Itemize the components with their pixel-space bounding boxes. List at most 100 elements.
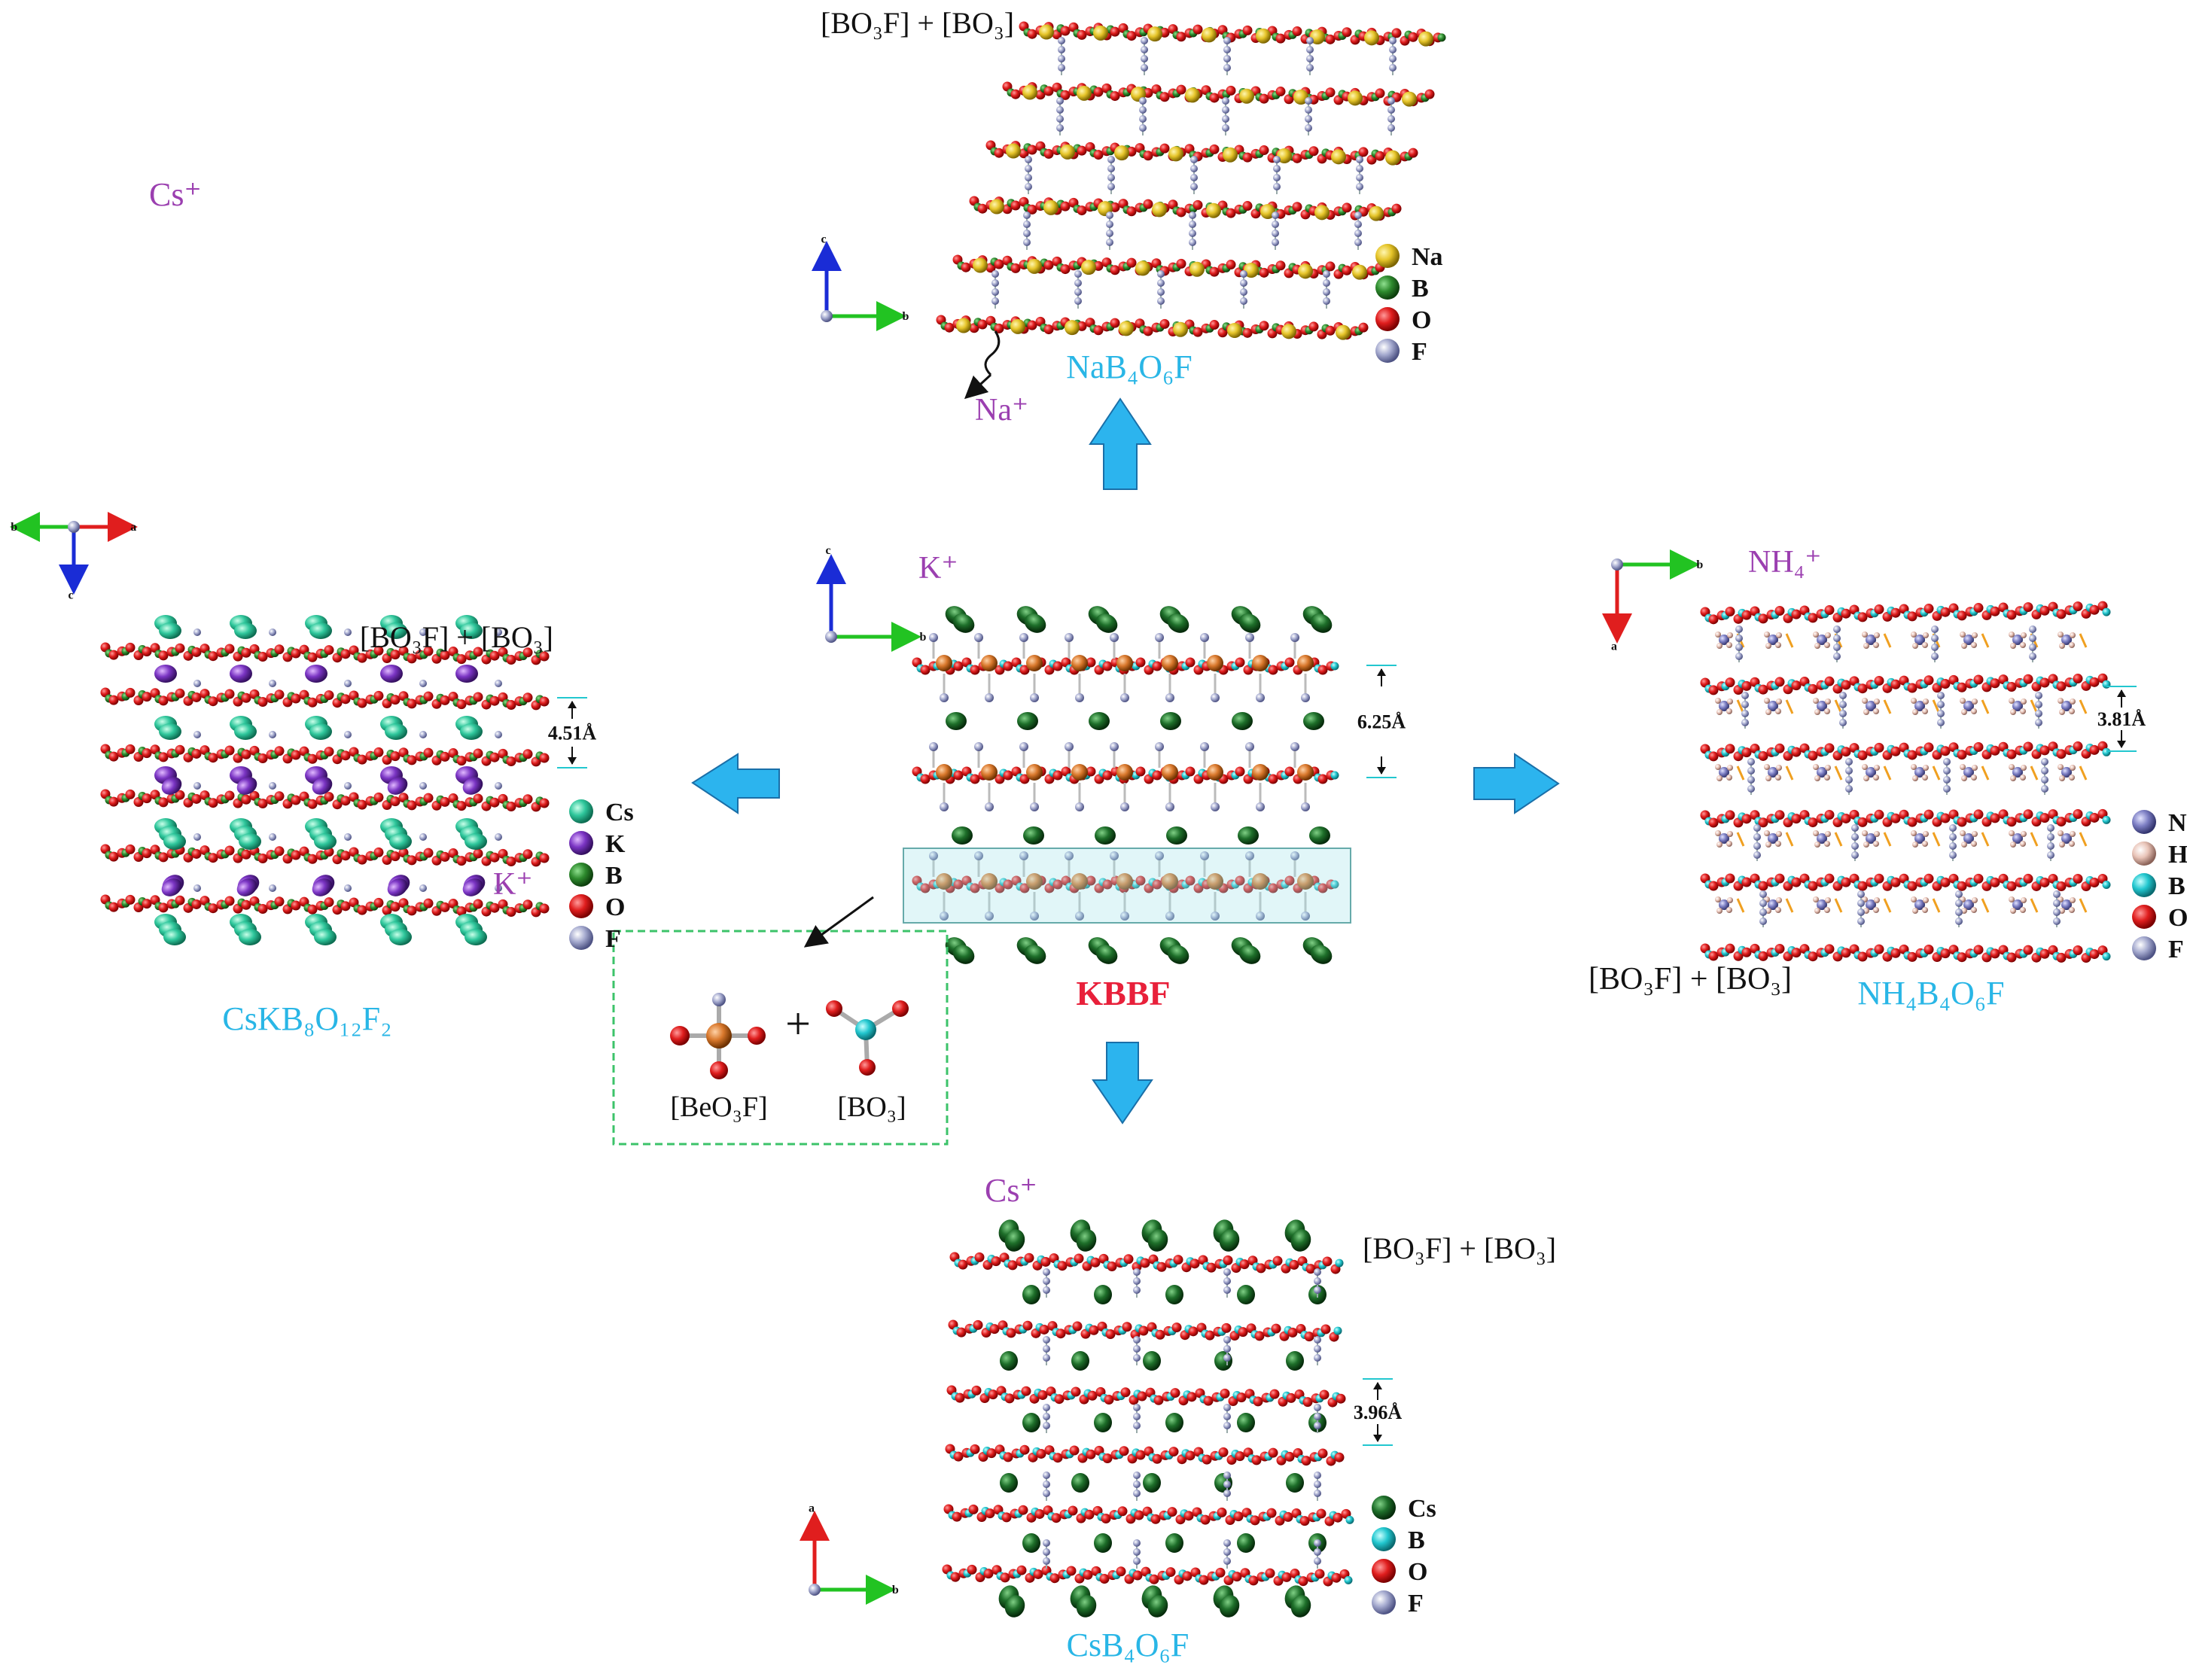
- atom-O: [1940, 746, 1951, 756]
- atom-O: [1808, 613, 1818, 623]
- fluorine-chain: [1839, 692, 1847, 729]
- atom-F: [1133, 1336, 1141, 1344]
- atom-O: [1186, 1392, 1197, 1402]
- atom-O: [1924, 675, 1934, 686]
- atom-H: [1814, 775, 1820, 781]
- fluorine-chain: [1937, 692, 1945, 729]
- atom-H: [1922, 775, 1928, 781]
- atom-O: [324, 792, 334, 802]
- legend-label-k: K: [605, 830, 626, 858]
- fluorine-chain: [1943, 758, 1951, 795]
- atom-O: [539, 753, 550, 763]
- cs-cation: [1071, 1351, 1089, 1371]
- layer-highlight-box: [903, 848, 1351, 924]
- atom-O: [986, 1448, 997, 1459]
- atom-O: [1134, 1510, 1144, 1520]
- atom-O: [2073, 873, 2083, 884]
- atom-F: [419, 884, 427, 892]
- atom-O: [1857, 750, 1868, 761]
- atom-O: [2039, 813, 2050, 823]
- fluorine-chain: [1023, 212, 1031, 250]
- atom-O: [970, 665, 980, 675]
- be-atom: [1026, 764, 1043, 781]
- atom-F: [1222, 97, 1229, 105]
- atom-F: [419, 680, 427, 687]
- fluorine-chain: [1240, 270, 1247, 309]
- atom-F: [1133, 1481, 1141, 1488]
- atom-F: [1256, 802, 1265, 811]
- atom-O: [407, 800, 417, 811]
- atom-F: [1223, 1557, 1231, 1565]
- fluorine-chain: [1314, 1472, 1321, 1501]
- atom-H: [2010, 643, 2016, 649]
- atom-O: [1325, 325, 1336, 336]
- hydrogen-bond: [1883, 898, 1892, 913]
- atom-F: [1056, 97, 1064, 105]
- atom-O: [1102, 1453, 1113, 1464]
- legend-label-na: Na: [1412, 243, 1443, 271]
- k-cation: [952, 613, 975, 633]
- atom-O: [1060, 264, 1071, 275]
- atom-F: [1356, 165, 1363, 172]
- atom-Na: [1256, 28, 1271, 44]
- atom-O: [1159, 318, 1170, 329]
- atom-O: [440, 650, 450, 660]
- ammonium-group: [2009, 764, 2039, 781]
- atom-N: [1963, 833, 1974, 844]
- fluorine-chain: [1314, 1268, 1321, 1298]
- atom-O: [1358, 322, 1369, 333]
- atom-F: [1190, 156, 1198, 163]
- atom-O: [1153, 1395, 1164, 1405]
- fluorine-chain: [1190, 156, 1198, 194]
- atom-O: [473, 899, 483, 909]
- atom-O: [1325, 34, 1336, 44]
- atom-N: [1914, 701, 1925, 711]
- atom-H: [2070, 632, 2076, 638]
- hydrogen-bond: [2079, 699, 2088, 714]
- fluorine-chain: [1314, 1539, 1321, 1569]
- atom-O: [440, 751, 450, 762]
- atom-F: [1019, 851, 1028, 860]
- fluorine-chain: [1056, 97, 1064, 135]
- spacing-arrowhead: [568, 701, 577, 708]
- atom-F: [1387, 106, 1395, 114]
- atom-O: [1284, 1451, 1295, 1462]
- atom-H: [2010, 908, 2016, 914]
- atom-O: [1322, 1256, 1333, 1267]
- atom-O: [1242, 327, 1253, 338]
- atom-O: [1973, 873, 1984, 884]
- hydrogen-bond: [1883, 832, 1892, 847]
- atom-Na: [1189, 261, 1205, 277]
- atom-F: [1141, 64, 1148, 72]
- atom-O: [1251, 1455, 1262, 1465]
- legend-label-o: O: [1412, 306, 1431, 334]
- axis-origin: [821, 310, 833, 322]
- atom-O: [1049, 1573, 1060, 1584]
- atom-Na: [1185, 87, 1200, 103]
- spacing-value: 3.81Å: [2097, 708, 2146, 730]
- atom-F: [2029, 625, 2036, 633]
- fluorine-chain: [1133, 1336, 1141, 1365]
- atom-F: [1133, 1354, 1141, 1362]
- fluorine-chain: [1356, 156, 1363, 194]
- atomic-layer: [912, 851, 1339, 921]
- atom-O: [1333, 1512, 1343, 1523]
- atom-O: [1317, 665, 1328, 675]
- cs-cation: [1022, 1533, 1040, 1553]
- atom-O: [1057, 1261, 1068, 1271]
- atom-Bc: [2102, 881, 2111, 890]
- atom-O: [920, 774, 931, 784]
- atom-O: [440, 695, 450, 705]
- atom-O: [1973, 674, 1984, 685]
- atom-H: [2058, 632, 2064, 638]
- cs-cation: [385, 622, 407, 639]
- atom-O: [1990, 745, 2000, 756]
- atom-O: [1223, 1255, 1233, 1265]
- atom-O: [456, 699, 467, 710]
- cs-cation: [1000, 1473, 1018, 1493]
- atom-O: [1143, 199, 1153, 209]
- k-cation: [380, 665, 403, 683]
- atom-O: [373, 690, 384, 701]
- atom-F: [1030, 693, 1039, 702]
- be-atom: [1162, 764, 1178, 781]
